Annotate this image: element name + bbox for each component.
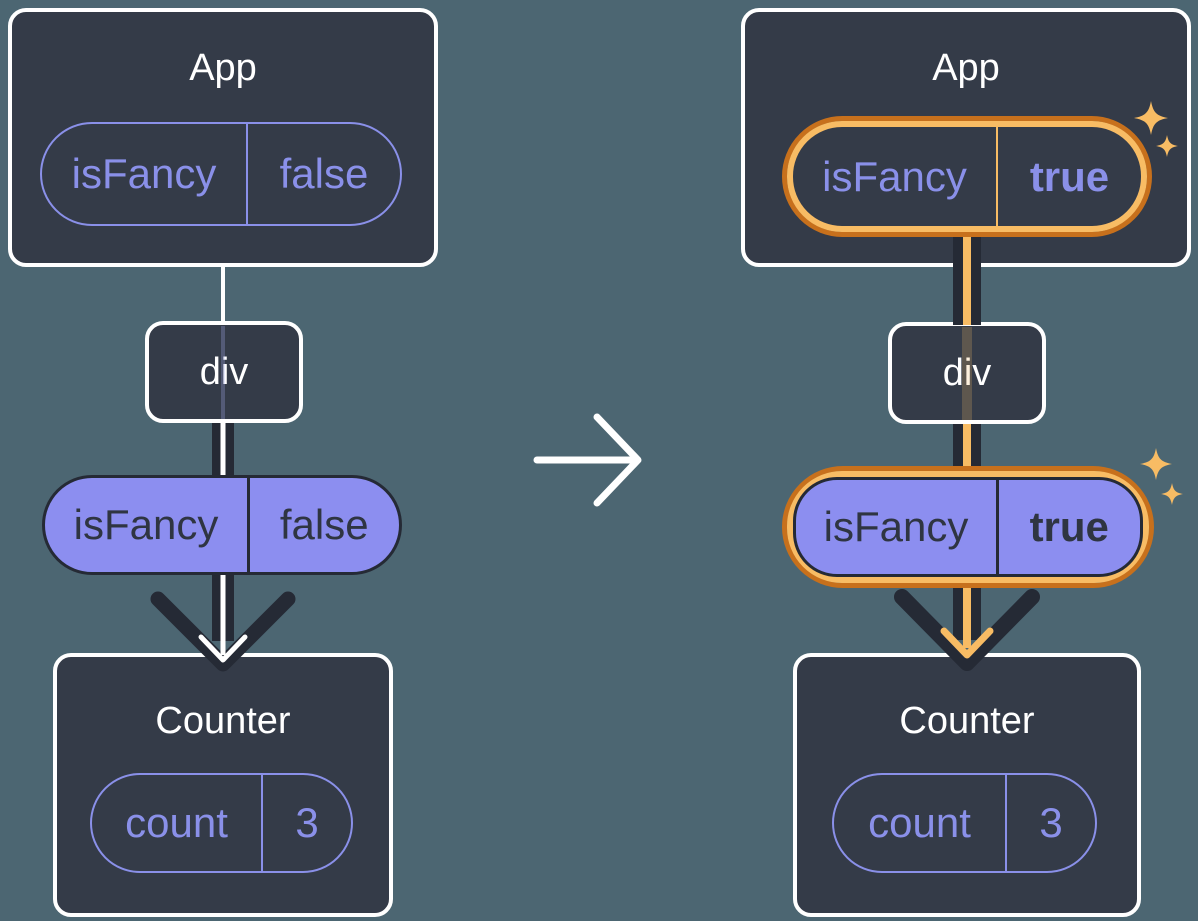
component-title-app: App bbox=[932, 47, 1000, 89]
highlight-ring-outer: isFancy true bbox=[782, 116, 1152, 237]
pill-name-cell: isFancy bbox=[73, 501, 219, 548]
component-title-counter: Counter bbox=[155, 700, 291, 742]
pill-divider bbox=[247, 478, 250, 572]
pill-name-cell: isFancy bbox=[822, 152, 967, 200]
component-title-counter: Counter bbox=[899, 700, 1035, 742]
pill-name-cell: count bbox=[125, 799, 228, 846]
pill-divider bbox=[261, 775, 263, 871]
pill-divider bbox=[996, 480, 999, 574]
sparkle-icon bbox=[1161, 483, 1183, 505]
pill-value-cell: 3 bbox=[295, 799, 319, 846]
highlight-ring-outer: isFancy true bbox=[782, 466, 1154, 588]
pill-value-cell: true bbox=[1029, 503, 1109, 550]
sparkle-icon bbox=[1140, 448, 1172, 480]
component-box-div: div bbox=[145, 321, 303, 423]
pill-value-cell: false bbox=[279, 501, 369, 548]
state-pill-counter: count 3 bbox=[832, 773, 1097, 873]
component-title-app: App bbox=[189, 47, 257, 89]
transition-arrow-icon bbox=[533, 413, 642, 507]
prop-passthrough-stripe bbox=[962, 327, 972, 420]
pill-value-cell: 3 bbox=[1039, 799, 1063, 846]
highlight-ring-inner: isFancy true bbox=[787, 471, 1149, 583]
component-title-div: div bbox=[199, 350, 249, 393]
pill-name-cell: count bbox=[868, 799, 971, 846]
state-pill-counter: count 3 bbox=[90, 773, 353, 873]
component-box-div: div bbox=[888, 322, 1046, 424]
arrow-head-orange bbox=[940, 627, 994, 659]
pill-divider bbox=[246, 124, 248, 224]
pill-value-cell: false bbox=[279, 150, 369, 197]
connector-line bbox=[221, 263, 225, 325]
pill-name-cell: isFancy bbox=[823, 503, 969, 550]
prop-passthrough-stripe bbox=[221, 326, 225, 419]
pill-value-cell: true bbox=[1029, 152, 1110, 200]
prop-pill: isFancy true bbox=[793, 477, 1143, 577]
state-pill-app: isFancy false bbox=[40, 122, 402, 226]
state-pill-app: isFancy true bbox=[793, 127, 1141, 226]
pill-name-cell: isFancy bbox=[71, 150, 217, 197]
pill-divider bbox=[1005, 775, 1007, 871]
component-title-div: div bbox=[942, 351, 992, 394]
arrow-shaft-orange bbox=[963, 234, 971, 325]
pill-divider bbox=[996, 127, 998, 226]
prop-pill: isFancy false bbox=[42, 475, 402, 575]
highlight-ring-inner: isFancy true bbox=[787, 121, 1147, 232]
